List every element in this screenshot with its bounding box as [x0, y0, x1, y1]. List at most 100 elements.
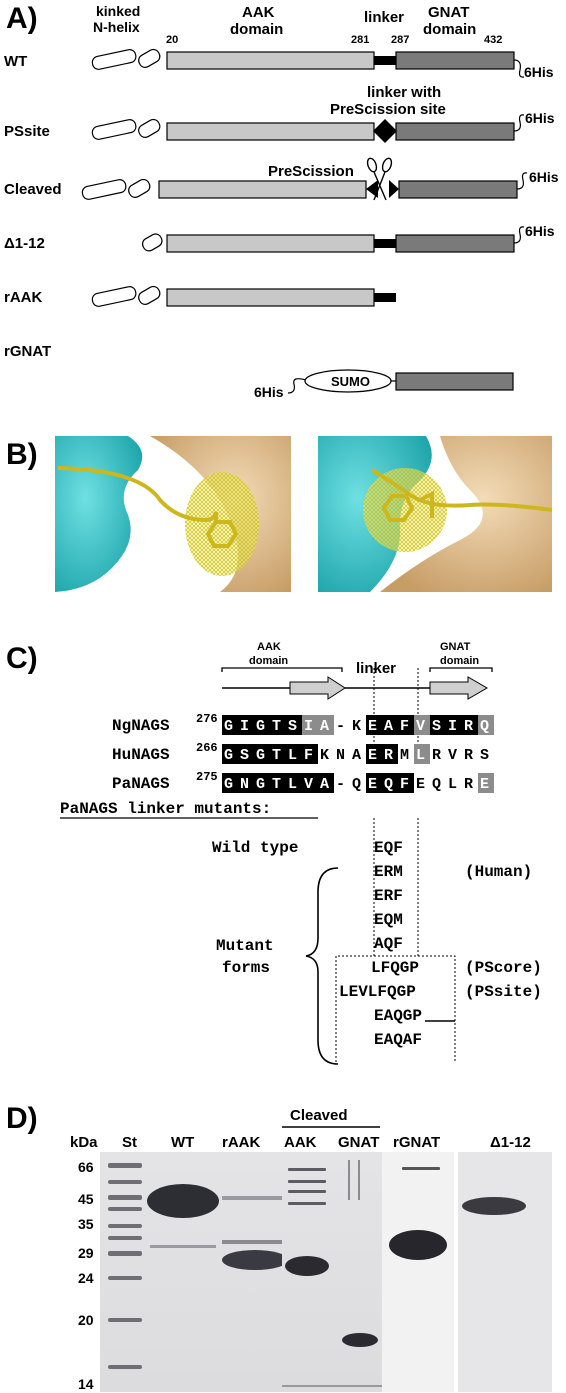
residue-shade — [382, 715, 398, 735]
header-helix-1: kinked — [96, 3, 140, 19]
residue: S — [288, 718, 297, 735]
residue: E — [416, 776, 425, 793]
residue-shade — [270, 773, 286, 793]
residue-shade — [478, 715, 494, 735]
residue: K — [352, 718, 361, 735]
residue: G — [224, 747, 233, 764]
wt-construct: 6His — [91, 48, 554, 80]
residue: G — [256, 718, 265, 735]
residue: L — [288, 747, 297, 764]
residue: R — [464, 718, 473, 735]
residue-shade — [446, 715, 462, 735]
mutant-sequence: EAQGP — [374, 1007, 422, 1025]
residue-shade — [222, 773, 238, 793]
helix-cylinder — [141, 233, 163, 252]
gnat-domain-bar — [395, 372, 514, 391]
gnat-domain-label-2: domain — [440, 655, 479, 667]
marker-29: 29 — [78, 1245, 94, 1261]
residue: R — [432, 747, 441, 764]
residue: R — [464, 776, 473, 793]
linker-bar — [374, 293, 396, 302]
pssite-note-2: PreScission site — [330, 101, 446, 118]
sequence-name: HuNAGS — [112, 746, 170, 764]
residue-shade — [366, 715, 382, 735]
mutant-note: (Human) — [465, 863, 532, 881]
residue: - — [336, 776, 345, 793]
mutant-sequence: EQM — [374, 911, 403, 929]
gnat-domain-bar — [395, 234, 515, 253]
header-gnat-2: domain — [423, 21, 476, 38]
marker-24: 24 — [78, 1270, 94, 1286]
mutant-sequence: EAQAF — [374, 1031, 422, 1049]
header-aak-2: domain — [230, 21, 283, 38]
residue: Q — [432, 776, 441, 793]
residue-shade — [254, 744, 270, 764]
residue-shade — [366, 773, 382, 793]
phe-ring — [381, 494, 415, 522]
mutant-sequence: ERM — [374, 863, 403, 881]
residue: F — [400, 776, 409, 793]
pos-287: 287 — [391, 34, 409, 46]
helix-cylinder — [91, 286, 137, 307]
sequence-start: 275 — [196, 770, 218, 784]
residue: Q — [384, 776, 393, 793]
beta-strand-arrow — [289, 676, 346, 700]
construct-pssite: PSsite — [4, 123, 50, 140]
residue-shade — [382, 773, 398, 793]
header-linker: linker — [364, 9, 404, 26]
gnat-domain-bar — [398, 180, 518, 199]
residue-shade — [430, 715, 446, 735]
prescission-site-diamond — [373, 119, 397, 143]
band-aak — [285, 1256, 329, 1276]
marker-14: 14 — [78, 1376, 94, 1392]
residue: F — [400, 718, 409, 735]
tan-surface — [380, 436, 552, 592]
linker-bar — [374, 239, 396, 248]
aak-domain-bar — [158, 180, 367, 199]
lane-gnat: GNAT — [338, 1134, 379, 1151]
gel-image-1 — [100, 1152, 290, 1392]
marker-20: 20 — [78, 1312, 94, 1328]
residue-shade — [270, 715, 286, 735]
kda-label: kDa — [70, 1134, 98, 1151]
residue-shade — [462, 715, 478, 735]
band-gnat — [342, 1333, 378, 1347]
aak-domain-bar — [166, 288, 375, 307]
lane-delta: Δ1-12 — [490, 1134, 531, 1151]
residue: V — [416, 718, 425, 735]
helix-cylinder-2 — [138, 48, 161, 68]
residue: E — [368, 776, 377, 793]
wild-type-label: Wild type — [212, 839, 298, 857]
residue: A — [320, 776, 329, 793]
residue: L — [448, 776, 457, 793]
mutant-sequence: AQF — [374, 935, 403, 953]
construct-raak: rAAK — [4, 289, 43, 306]
gel-image-3 — [382, 1152, 454, 1392]
his-tag-label: 6His — [529, 169, 559, 185]
residue-shade — [302, 744, 318, 764]
gnat-domain-label-1: GNAT — [440, 641, 471, 653]
residue-shade — [366, 744, 382, 764]
gnat-domain-bar — [395, 51, 515, 70]
residue: N — [336, 747, 345, 764]
tan-surface — [150, 436, 291, 592]
helix-cylinder-2 — [128, 178, 151, 198]
band-rgnat — [389, 1230, 447, 1260]
residue-shade — [414, 744, 430, 764]
cleaved-construct: 6His — [81, 169, 559, 200]
residue: V — [448, 747, 457, 764]
panel-a: A) kinked N-helix AAK domain linker GNAT… — [4, 2, 559, 400]
residue-shade — [414, 715, 430, 735]
cleaved-half-left — [366, 180, 378, 198]
residue: E — [368, 718, 377, 735]
mutant-sequence: LEVLFQGP — [339, 983, 416, 1001]
residue: S — [432, 718, 441, 735]
mutant-sequence: EQF — [374, 839, 403, 857]
raak-construct — [91, 285, 396, 307]
band-delta — [462, 1197, 526, 1215]
residue-shade — [478, 773, 494, 793]
mutant-brace — [305, 867, 339, 1065]
residue-shade — [222, 715, 238, 735]
residue: I — [240, 718, 249, 735]
his-tail — [287, 378, 307, 394]
